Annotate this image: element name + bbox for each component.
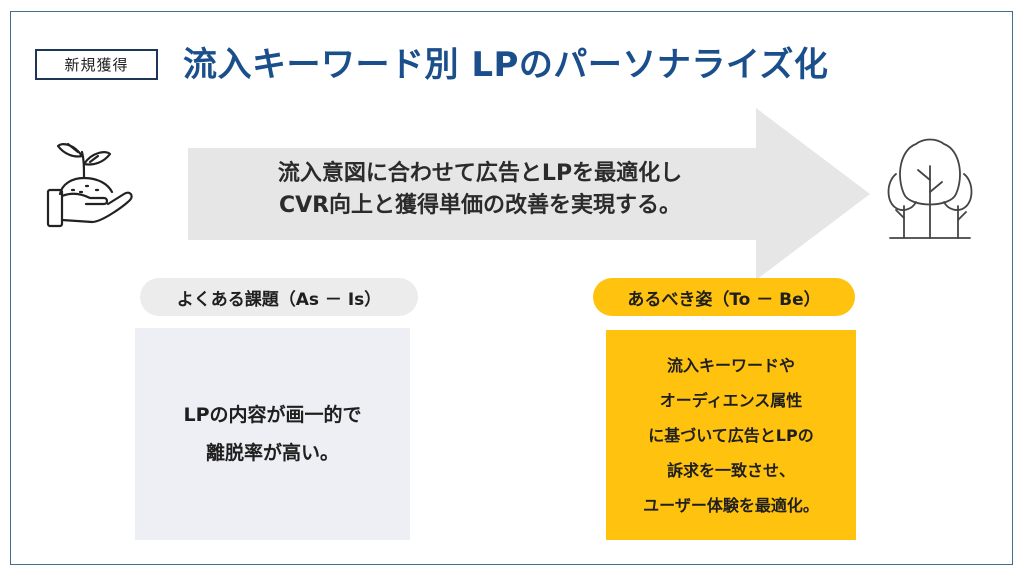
direction-arrow	[188, 108, 870, 280]
to-be-line-5: ユーザー体験を最適化。	[643, 495, 819, 515]
arrow-line-2: CVR向上と獲得単価の改善を実現する。	[278, 193, 682, 218]
to-be-line-2: オーディエンス属性	[659, 390, 803, 410]
to-be-line-4: 訴求を一致させ、	[666, 460, 795, 480]
to-be-line-1: 流入キーワードや	[666, 355, 795, 375]
hand-plant-icon	[46, 142, 133, 228]
page-title: 流入キーワード別 LPのパーソナライズ化	[183, 45, 829, 85]
trees-icon	[887, 138, 973, 239]
as-is-label: よくある課題（As － Is）	[140, 278, 418, 316]
to-be-line-3: に基づいて広告とLPの	[648, 425, 814, 445]
as-is-line-1: LPの内容が画一的で	[183, 404, 362, 426]
to-be-panel: 流入キーワードや オーディエンス属性 に基づいて広告とLPの 訴求を一致させ、 …	[606, 330, 856, 540]
category-tag: 新規獲得	[35, 49, 158, 80]
as-is-line-2: 離脱率が高い。	[205, 442, 339, 464]
arrow-message: 流入意図に合わせて広告とLPを最適化し CVR向上と獲得単価の改善を実現する。	[200, 158, 760, 222]
as-is-panel: LPの内容が画一的で 離脱率が高い。	[135, 328, 410, 540]
arrow-line-1: 流入意図に合わせて広告とLPを最適化し	[277, 161, 683, 186]
to-be-label: あるべき姿（To － Be）	[593, 278, 855, 316]
